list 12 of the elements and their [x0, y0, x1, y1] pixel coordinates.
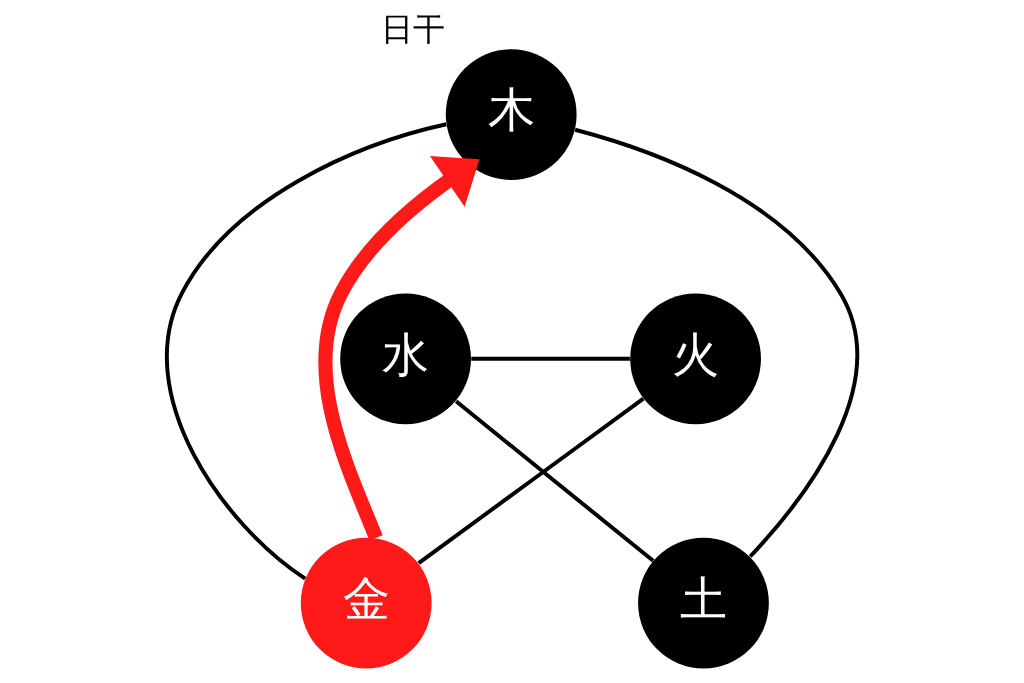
node-circle: 火 [630, 293, 761, 425]
connector [454, 399, 655, 563]
node-circle: 土 [638, 537, 769, 669]
node-circle: 金 [300, 537, 432, 669]
connector [417, 397, 645, 565]
connector [471, 356, 630, 361]
connector [574, 127, 859, 558]
connector [165, 122, 447, 581]
arrow [318, 155, 480, 541]
node-label: 日干 [381, 10, 446, 47]
node-circle: 水 [340, 293, 471, 425]
node-circle: 木 [445, 49, 577, 180]
